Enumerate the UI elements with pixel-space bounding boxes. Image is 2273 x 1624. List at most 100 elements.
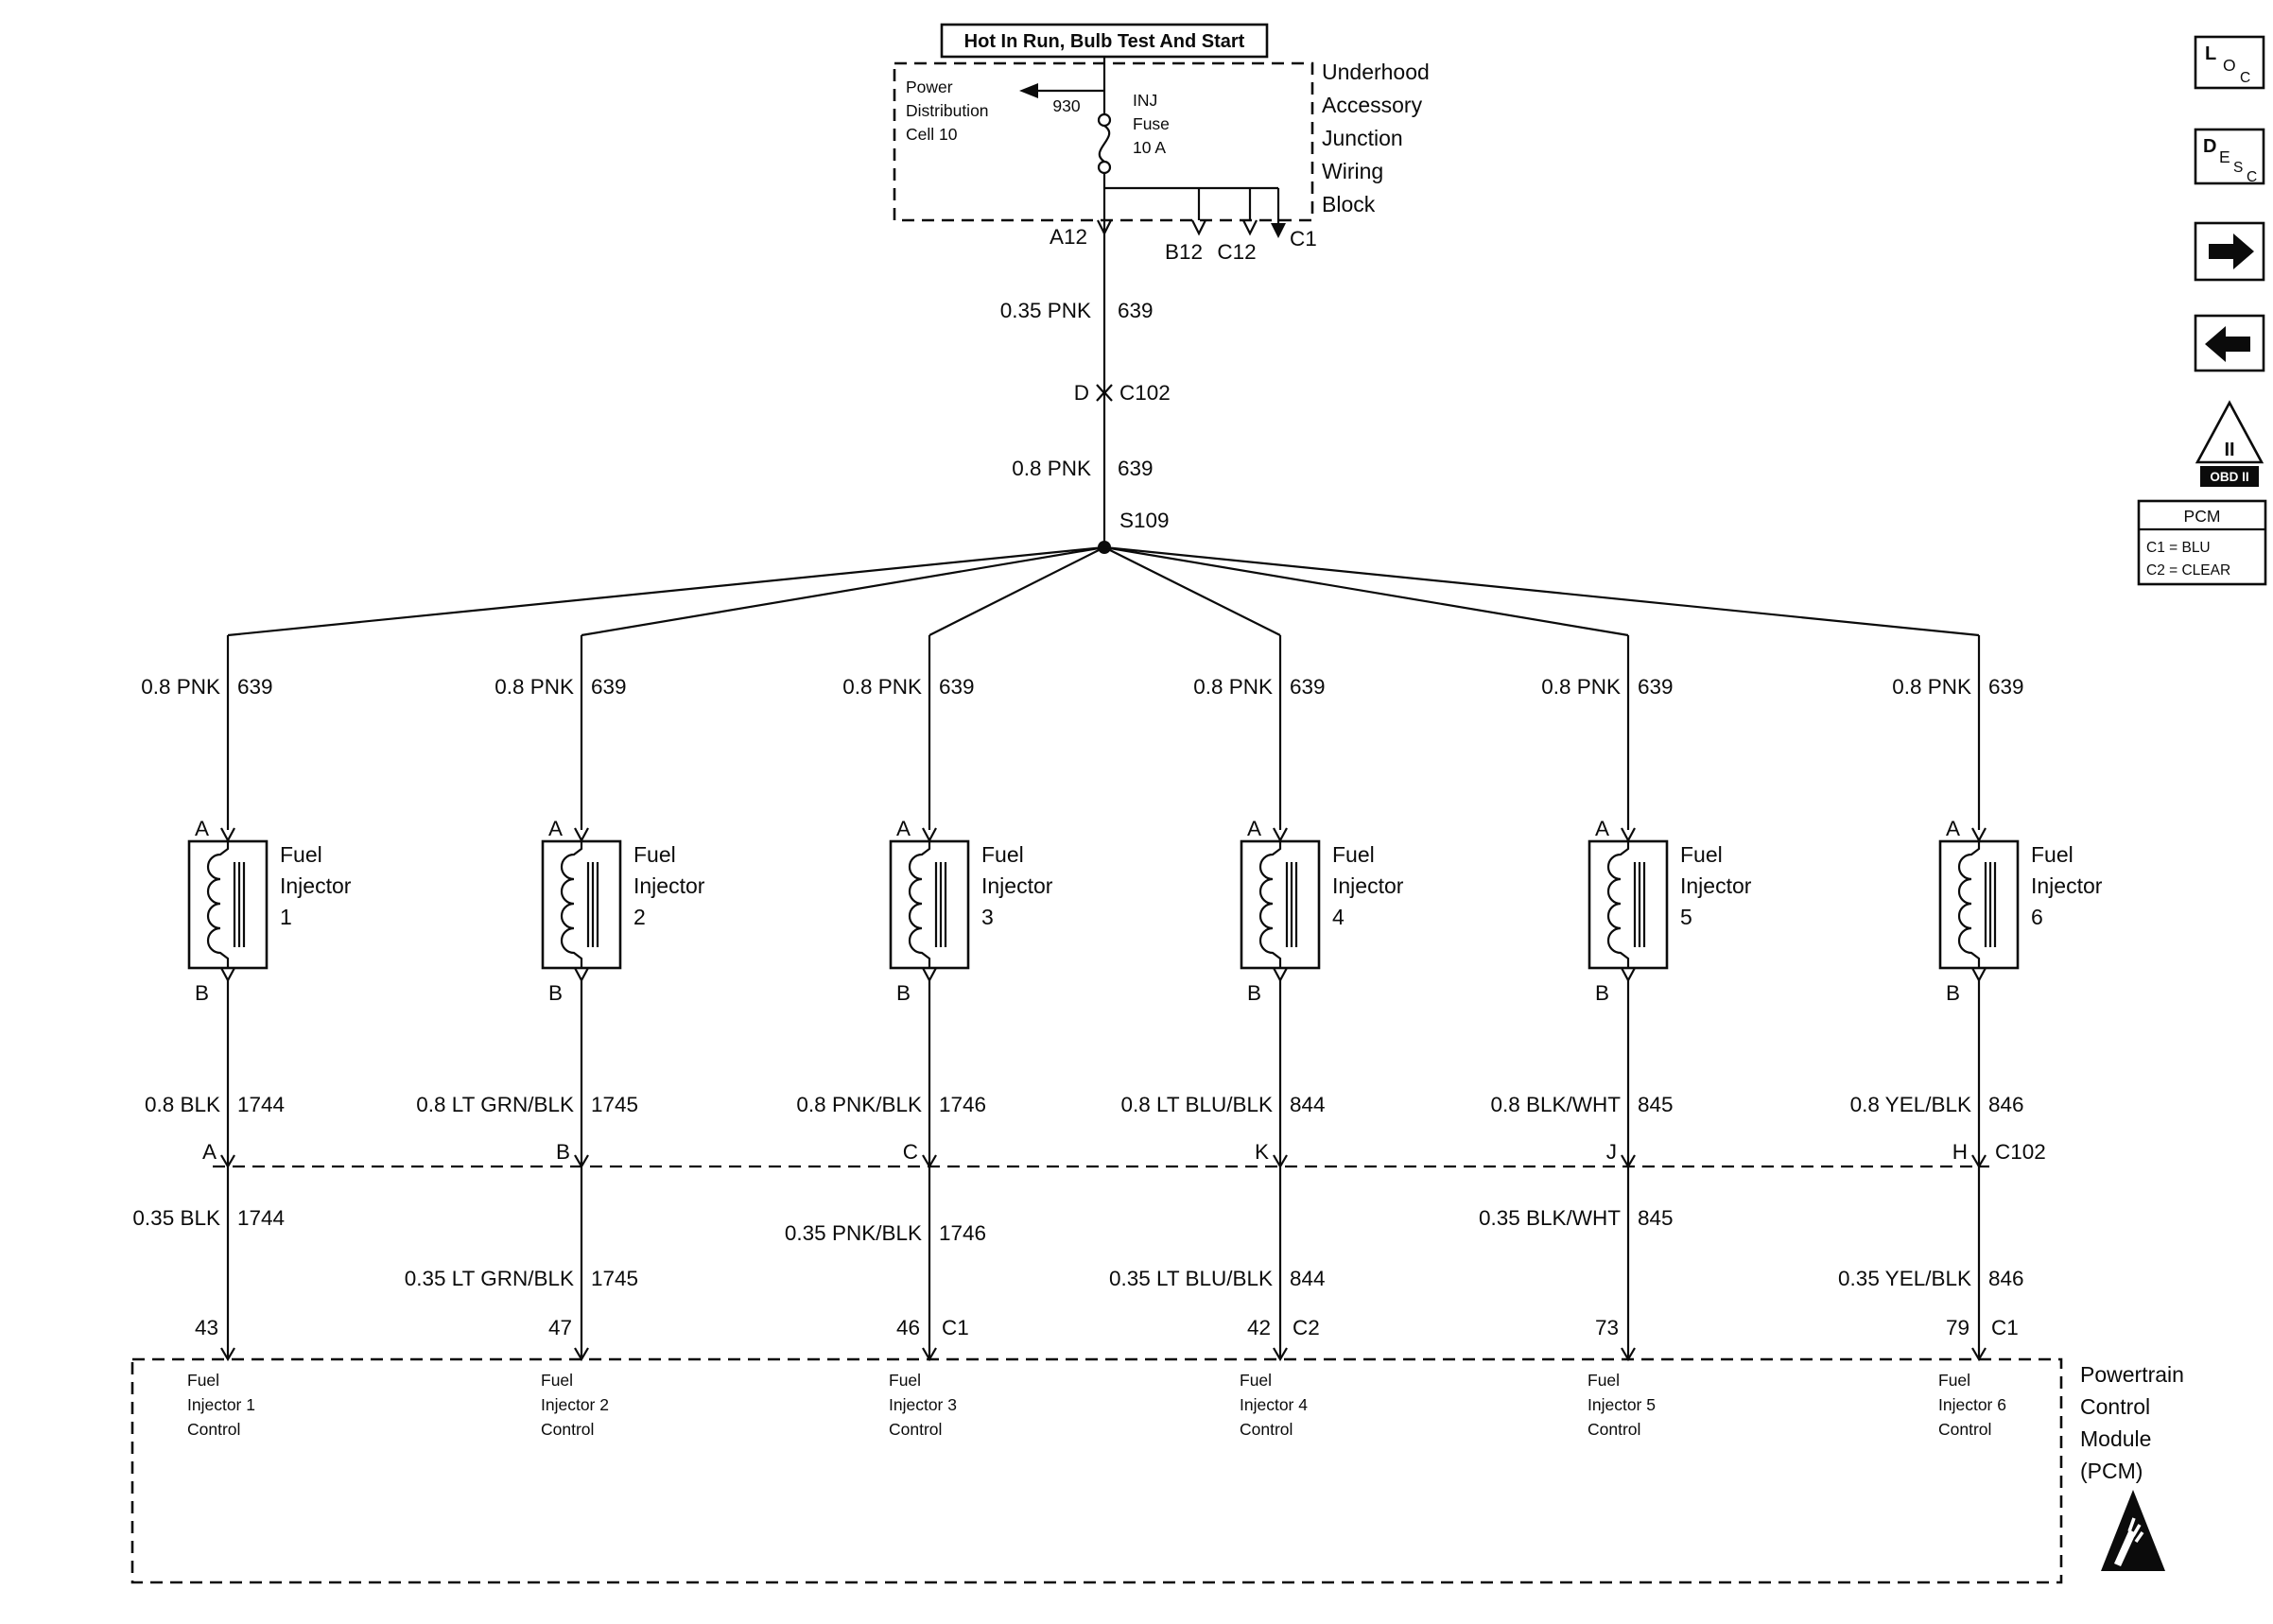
injector-box (889, 839, 970, 970)
pin-connector-icon (1971, 967, 1987, 983)
obd2-compliance-icon: II OBD II (2195, 400, 2264, 487)
wire-gauge-color: 0.35 PNK (1000, 299, 1091, 322)
wire-gauge-color: 0.8 PNK (1541, 675, 1621, 699)
wire-circuit-number: 1744 (237, 1093, 285, 1116)
junction-block-name-line: Underhood (1322, 60, 1430, 84)
pcm-function-line: Fuel (1938, 1371, 1970, 1390)
injector-coil-icon (1957, 841, 1981, 968)
wire-circuit-number: 1746 (939, 1093, 986, 1116)
injector-box (187, 839, 269, 970)
desc-letter: C (2247, 169, 2257, 185)
loc-letter: C (2240, 70, 2250, 86)
wire-circuit-number: 844 (1290, 1267, 1326, 1290)
wire-number-930: 930 (1052, 96, 1080, 115)
splice-branch-wire (581, 545, 1105, 637)
injector-pin-bottom-label: B (1946, 981, 1960, 1005)
c102-pin-label: H (1952, 1140, 1968, 1164)
pin-connector-icon (220, 1347, 235, 1362)
wire-gauge-color: 0.8 PNK (1012, 457, 1091, 480)
wire-gauge-color: 0.8 PNK (495, 675, 574, 699)
wire-gauge-color: 0.35 BLK (132, 1206, 220, 1230)
wire-circuit-number: 845 (1638, 1206, 1674, 1230)
power-distribution-line: Power (906, 78, 953, 96)
pin-connector-icon (1273, 1347, 1288, 1362)
pcm-pin-number: 47 (548, 1316, 572, 1339)
arrow-down-icon (1271, 223, 1286, 238)
injector-name-line: Fuel (1680, 842, 1723, 867)
underhood-junction-block: Underhood Accessory Junction Wiring Bloc… (893, 57, 1430, 264)
wire-gauge-color: 0.8 PNK (842, 675, 922, 699)
wire-gauge-color: 0.8 BLK (145, 1093, 220, 1116)
injector-box (541, 839, 622, 970)
pin-connector-icon (220, 967, 235, 983)
power-source-header: Hot In Run, Bulb Test And Start (940, 23, 1269, 59)
pcm-function-line: Fuel (187, 1371, 219, 1390)
pcm-pin-connector-label: C1 (942, 1316, 969, 1339)
pcm-legend-title: PCM (2184, 507, 2221, 526)
pcm-function-line: Fuel (541, 1371, 573, 1390)
pcm-module: Powertrain Control Module (PCM) (130, 1357, 2184, 1584)
pcm-function-line: Control (1938, 1420, 1991, 1439)
pcm-function-line: Fuel (1588, 1371, 1620, 1390)
desc-letter: E (2219, 147, 2230, 166)
c102-pin-label: C (903, 1140, 918, 1164)
injector-coil-icon (206, 841, 230, 968)
trunk-circuit: 0.35 PNK 639 D C102 0.8 PNK 639 S109 (1000, 233, 1171, 554)
wire-gauge-color: 0.35 YEL/BLK (1838, 1267, 1971, 1290)
wire-gauge-color: 0.35 LT GRN/BLK (405, 1267, 574, 1290)
pcm-outline (130, 1357, 2063, 1584)
loc-button[interactable]: L O C (2194, 35, 2265, 90)
desc-button-box[interactable] (2194, 128, 2265, 185)
injector-pin-top-label: A (195, 817, 209, 840)
pcm-pin-number: 46 (896, 1316, 920, 1339)
injector-pin-bottom-label: B (1595, 981, 1609, 1005)
pcm-function-line: Control (1588, 1420, 1640, 1439)
splice-branch-wire (227, 545, 1105, 637)
pin-c1-label: C1 (1290, 227, 1317, 251)
injector-name-line: Injector (280, 873, 352, 898)
wire-gauge-color: 0.35 BLK/WHT (1479, 1206, 1621, 1230)
splice-label: S109 (1119, 509, 1170, 532)
splice-branch-wire (928, 546, 1105, 636)
pcm-pin-connector-label: C2 (1293, 1316, 1320, 1339)
next-page-button[interactable] (2194, 221, 2265, 282)
fuse-icon (1098, 125, 1111, 163)
pcm-name-line: Powertrain (2080, 1362, 2184, 1387)
pcm-name-line: (PCM) (2080, 1459, 2143, 1483)
injector-name-line: Injector (1680, 873, 1752, 898)
wire-circuit-number: 639 (591, 675, 627, 699)
loc-button-box[interactable] (2194, 35, 2265, 90)
pcm-pin-number: 73 (1595, 1316, 1619, 1339)
power-distribution-line: Cell 10 (906, 125, 958, 144)
wire-circuit-number: 639 (939, 675, 975, 699)
wire-circuit-number: 846 (1988, 1267, 2024, 1290)
injector-coil-icon (1606, 841, 1630, 968)
pcm-pin-number: 42 (1247, 1316, 1271, 1339)
pin-b12-label: B12 (1165, 240, 1203, 264)
injector-coil-icon (560, 841, 583, 968)
c102-connector: C102 (213, 1140, 2046, 1168)
wire-gauge-color: 0.8 BLK/WHT (1490, 1093, 1621, 1116)
pin-connector-icon (1191, 219, 1206, 236)
desc-button[interactable]: D E S C (2194, 128, 2265, 185)
c102-pin-label: J (1606, 1140, 1617, 1164)
junction-block-name-line: Junction (1322, 126, 1403, 150)
pcm-function-line: Injector 4 (1240, 1395, 1308, 1414)
next-page-button-box[interactable] (2194, 221, 2265, 282)
pcm-legend-entry: C1 = BLU (2146, 540, 2211, 556)
wire-gauge-color: 0.8 PNK (141, 675, 220, 699)
injector-name-line: 4 (1332, 905, 1345, 929)
pin-connector-icon (1273, 967, 1288, 983)
injector-name-line: 6 (2031, 905, 2043, 929)
previous-page-button[interactable] (2194, 314, 2265, 372)
splice-branch-wire (1103, 546, 1281, 636)
wire-gauge-color: 0.8 LT GRN/BLK (416, 1093, 574, 1116)
wire-gauge-color: 0.8 YEL/BLK (1850, 1093, 1971, 1116)
loc-letter: O (2223, 56, 2236, 75)
wire-circuit-number: 639 (1118, 299, 1154, 322)
previous-page-button-box[interactable] (2194, 314, 2265, 372)
